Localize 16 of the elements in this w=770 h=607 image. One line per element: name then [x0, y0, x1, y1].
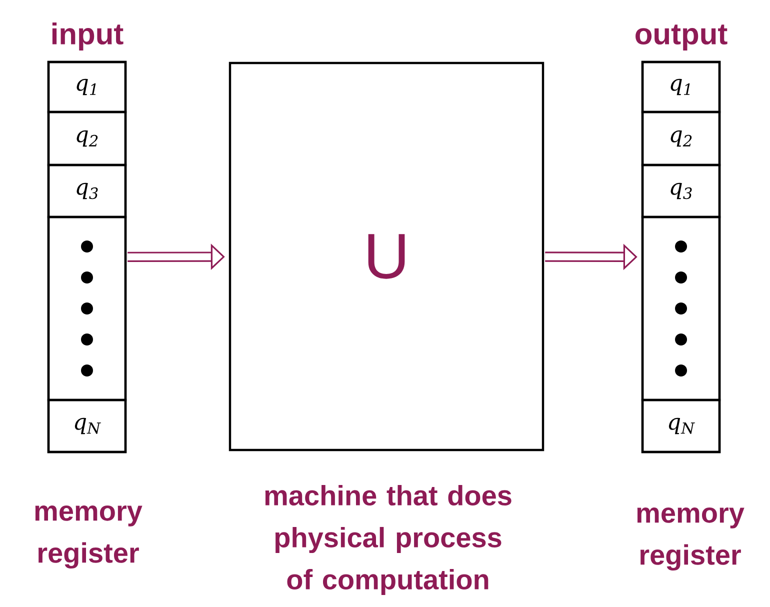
register-cell: q$_{2}$ — [47, 110, 127, 166]
register-cell: q$_{3}$ — [641, 164, 721, 218]
register-cell — [47, 216, 127, 402]
node-label: machine that does physical process of computation — [265, 484, 512, 596]
register-cell — [641, 216, 721, 402]
register-cell: q$_{1}$ — [47, 60, 127, 114]
register-cell: q$_{1}$ — [641, 60, 721, 114]
node-label: memory register — [637, 508, 744, 570]
node-label: memory register — [35, 506, 142, 568]
register-cell: q$_{2}$ — [641, 110, 721, 166]
register-heading: input — [52, 22, 124, 50]
register-cell: q$_{N}$ — [641, 398, 721, 454]
register-cell: q$_{3}$ — [47, 164, 127, 218]
machine-box: U — [228, 62, 544, 452]
register-heading: output — [636, 24, 728, 50]
register-cell: q$_{N}$ — [47, 398, 127, 454]
